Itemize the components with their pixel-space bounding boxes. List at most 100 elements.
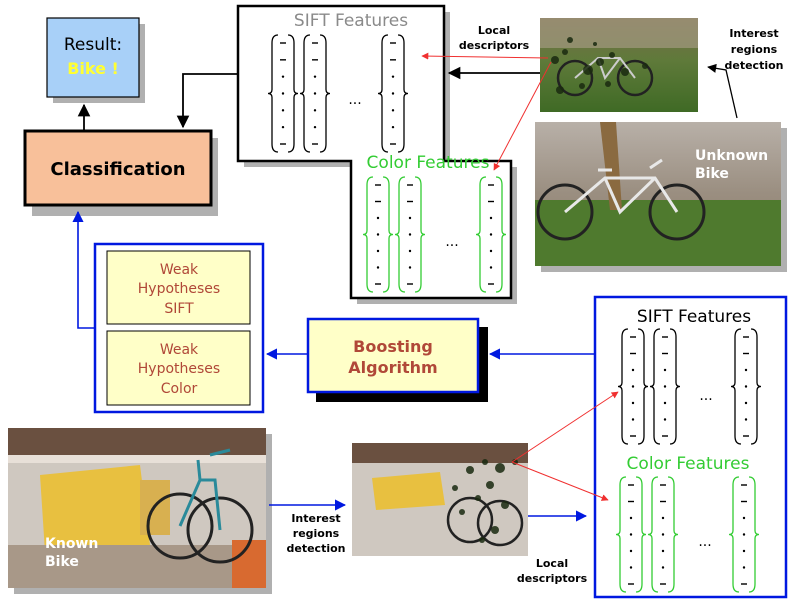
classification-box: Classification: [23, 129, 218, 216]
unknown-sift-title: SIFT Features: [294, 11, 408, 31]
red-arrow-to-known-color: [511, 461, 609, 501]
vector-entry: [744, 401, 748, 405]
vector-bracket-right: [667, 476, 679, 593]
known-bike-photo: Known Bike: [8, 428, 272, 594]
classification-label: Classification: [50, 159, 185, 180]
vector-bracket-left: [299, 34, 311, 153]
arrow-features-to-classification: [176, 73, 237, 129]
vector-entry: [663, 418, 667, 421]
vector-bracket-right: [287, 34, 299, 153]
vector-entry: [742, 549, 746, 553]
red-arrow-to-known-sift: [511, 391, 619, 463]
svg-text:Algorithm: Algorithm: [348, 358, 437, 377]
known-features-box: SIFT Features Color Features ... ...: [593, 295, 788, 599]
vector-entry: [281, 92, 285, 95]
vector-bracket-left: [728, 476, 740, 593]
vector-entry: [631, 385, 635, 388]
unknown-local-descriptors-label: Local descriptors: [459, 24, 530, 52]
weak-hypothesis-color: Weak Hypotheses Color: [106, 330, 251, 406]
svg-text:Interest: Interest: [729, 27, 778, 40]
vector-bracket-left: [649, 328, 661, 445]
svg-text:Weak: Weak: [160, 342, 199, 358]
known-sift-title: SIFT Features: [637, 307, 751, 327]
unknown-bike-photo: Unknown Bike: [535, 122, 787, 272]
known-sift-vectors: [617, 328, 762, 445]
svg-text:detection: detection: [287, 542, 346, 555]
vector-bracket-right: [669, 328, 681, 445]
unknown-sift-ellipsis: ...: [348, 92, 361, 108]
vector-bracket-left: [615, 476, 627, 593]
arrow-hypotheses-to-classification: [72, 210, 95, 329]
unknown-color-title: Color Features: [367, 153, 490, 173]
vector-bracket-right: [750, 328, 762, 445]
vector-entry: [744, 418, 748, 421]
svg-text:Hypotheses: Hypotheses: [138, 281, 220, 297]
svg-text:Hypotheses: Hypotheses: [138, 361, 220, 377]
vector-entry: [489, 249, 493, 253]
vector-entry: [391, 109, 395, 112]
vector-entry: [629, 533, 633, 536]
vector-entry: [281, 125, 285, 129]
vector-bracket-left: [267, 34, 279, 153]
vector-entry: [281, 109, 285, 112]
vector-entry: [661, 516, 665, 520]
result-box: Result: Bike !: [46, 17, 145, 103]
vector-entry: [663, 385, 667, 388]
unknown-interest-detection-label: Interest regions detection: [725, 27, 784, 72]
vector-bracket-left: [730, 328, 742, 445]
vector-entry: [742, 516, 746, 520]
vector-entry: [489, 216, 493, 220]
known-color-ellipsis: ...: [698, 534, 711, 550]
vector-entry: [313, 75, 317, 78]
vector-entry: [408, 266, 412, 269]
vector-entry: [631, 401, 635, 405]
vector-entry: [408, 249, 412, 253]
weak-hypothesis-sift: Weak Hypotheses SIFT: [106, 250, 251, 325]
vector-entry: [631, 418, 635, 421]
vector-bracket-left: [475, 176, 487, 293]
svg-text:SIFT: SIFT: [164, 301, 194, 317]
vector-bracket-right: [397, 34, 409, 153]
svg-text:regions: regions: [731, 43, 778, 56]
svg-text:descriptors: descriptors: [517, 572, 588, 585]
vector-bracket-right: [637, 328, 649, 445]
vector-entry: [661, 549, 665, 553]
vector-entry: [742, 566, 746, 569]
known-bike-label-1: Known: [45, 536, 98, 552]
known-sift-ellipsis: ...: [699, 388, 712, 404]
vector-entry: [629, 566, 633, 569]
svg-text:detection: detection: [725, 59, 784, 72]
unknown-features-box: SIFT Features Color Features ... ...: [236, 4, 517, 304]
vector-entry: [408, 233, 412, 236]
vector-entry: [631, 368, 635, 372]
svg-text:Interest: Interest: [291, 512, 340, 525]
vector-entry: [313, 109, 317, 112]
vector-entry: [663, 401, 667, 405]
unknown-interest-photo: [540, 18, 698, 112]
known-interest-detection-label: Interest regions detection: [287, 512, 346, 555]
vector-entry: [661, 566, 665, 569]
vector-entry: [376, 233, 380, 236]
arrow-big-to-small-photo: [707, 63, 738, 119]
unknown-color-ellipsis: ...: [445, 234, 458, 250]
vector-entry: [376, 266, 380, 269]
known-color-title: Color Features: [627, 454, 750, 474]
vector-entry: [629, 516, 633, 520]
vector-entry: [663, 368, 667, 372]
vector-entry: [376, 249, 380, 253]
vector-entry: [744, 385, 748, 388]
vector-entry: [661, 533, 665, 536]
red-arrow-to-unknown-sift: [421, 52, 549, 60]
vector-bracket-left: [647, 476, 659, 593]
svg-text:Local: Local: [536, 557, 568, 570]
vector-entry: [408, 216, 412, 220]
vector-entry: [629, 549, 633, 553]
vector-bracket-left: [394, 176, 406, 293]
vector-bracket-right: [748, 476, 760, 593]
vector-bracket-right: [414, 176, 426, 293]
vector-entry: [744, 368, 748, 372]
svg-text:Weak: Weak: [160, 262, 199, 278]
known-bike-label-2: Bike: [45, 554, 79, 570]
vector-bracket-right: [635, 476, 647, 593]
